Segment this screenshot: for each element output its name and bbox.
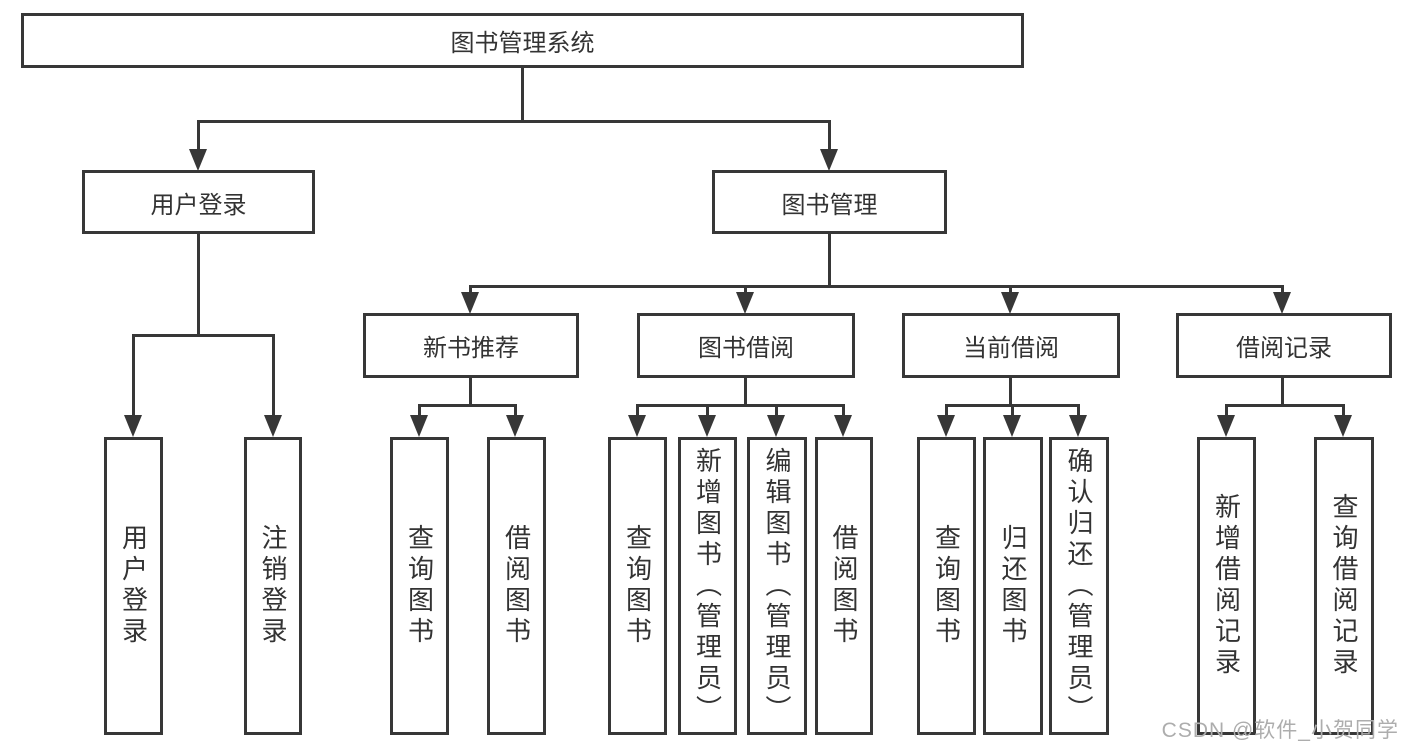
leaf-bb-edit-books-admin: 编辑图书（管理员） (747, 437, 807, 735)
arrow-down-icon (820, 149, 838, 171)
arrow-down-icon (1273, 292, 1291, 314)
leaf-nb-borrow-books: 借阅图书 (487, 437, 546, 735)
connector-line (744, 285, 747, 294)
connector-line (469, 376, 472, 407)
connector-line (469, 285, 472, 294)
node-book-management-label: 图书管理 (781, 191, 878, 219)
connector-line (197, 120, 831, 123)
watermark: CSDN @软件_小贺同学 (1161, 719, 1399, 742)
leaf-bb-add-books-admin-label: 新增图书（管理员） (692, 446, 723, 726)
leaf-bb-add-books-admin: 新增图书（管理员） (678, 437, 737, 735)
arrow-down-icon (698, 415, 716, 437)
connector-line (197, 120, 200, 152)
connector-line (272, 334, 275, 417)
arrow-down-icon (124, 415, 142, 437)
connector-line (514, 404, 517, 417)
leaf-bb-edit-books-admin-label: 编辑图书（管理员） (762, 446, 792, 726)
connector-line (842, 404, 845, 417)
connector-line (1225, 404, 1344, 407)
arrow-down-icon (937, 415, 955, 437)
leaf-user-login-label: 用户登录 (118, 524, 149, 648)
arrow-down-icon (1069, 415, 1087, 437)
connector-line (132, 334, 275, 337)
connector-line (521, 68, 524, 122)
connector-line (828, 120, 831, 152)
node-new-book-recommend-label: 新书推荐 (423, 335, 519, 362)
arrow-down-icon (410, 415, 428, 437)
connector-line (197, 234, 200, 337)
leaf-cb-query-books-label: 查询图书 (931, 524, 962, 648)
node-borrow-records: 借阅记录 (1176, 313, 1392, 378)
connector-line (636, 404, 845, 407)
arrow-down-icon (767, 415, 785, 437)
leaf-logout-label: 注销登录 (258, 524, 288, 648)
connector-line (1009, 285, 1012, 294)
leaf-logout: 注销登录 (244, 437, 302, 735)
arrow-down-icon (628, 415, 646, 437)
connector-line (1009, 376, 1012, 407)
connector-line (1077, 404, 1080, 417)
node-current-borrow: 当前借阅 (902, 313, 1120, 378)
node-user-login-label: 用户登录 (150, 191, 247, 219)
node-current-borrow-label: 当前借阅 (963, 335, 1059, 362)
leaf-bb-borrow-books: 借阅图书 (815, 437, 873, 735)
arrow-down-icon (264, 415, 282, 437)
leaf-cb-return-books: 归还图书 (983, 437, 1043, 735)
arrow-down-icon (461, 292, 479, 314)
node-root: 图书管理系统 (21, 13, 1024, 68)
node-root-label: 图书管理系统 (450, 30, 595, 57)
connector-line (132, 334, 135, 417)
leaf-cb-query-books: 查询图书 (917, 437, 976, 735)
connector-line (1281, 376, 1284, 407)
connector-line (469, 285, 1283, 288)
leaf-cb-return-books-label: 归还图书 (998, 524, 1028, 648)
connector-line (418, 404, 421, 417)
connector-line (1342, 404, 1345, 417)
leaf-nb-query-books-label: 查询图书 (404, 524, 435, 648)
connector-line (945, 404, 948, 417)
arrow-down-icon (1003, 415, 1021, 437)
connector-line (1225, 404, 1228, 417)
connector-line (418, 404, 517, 407)
leaf-br-query-record-label: 查询借阅记录 (1329, 493, 1359, 679)
arrow-down-icon (1217, 415, 1235, 437)
connector-line (744, 376, 747, 407)
arrow-down-icon (1001, 292, 1019, 314)
arrow-down-icon (506, 415, 524, 437)
arrow-down-icon (736, 292, 754, 314)
leaf-cb-confirm-return-admin-label: 确认归还（管理员） (1064, 446, 1094, 726)
connector-line (706, 404, 709, 417)
leaf-bb-query-books-label: 查询图书 (622, 524, 653, 648)
node-book-borrow-label: 图书借阅 (698, 335, 794, 362)
leaf-br-query-record: 查询借阅记录 (1314, 437, 1374, 735)
connector-line (828, 234, 831, 288)
leaf-br-add-record-label: 新增借阅记录 (1211, 493, 1242, 679)
arrow-down-icon (1334, 415, 1352, 437)
leaf-br-add-record: 新增借阅记录 (1197, 437, 1256, 735)
leaf-nb-borrow-books-label: 借阅图书 (501, 524, 532, 648)
connector-line (1281, 285, 1284, 294)
leaf-user-login: 用户登录 (104, 437, 163, 735)
connector-line (1011, 404, 1014, 417)
node-user-login: 用户登录 (82, 170, 315, 234)
connector-line (775, 404, 778, 417)
leaf-cb-confirm-return-admin: 确认归还（管理员） (1049, 437, 1109, 735)
arrow-down-icon (189, 149, 207, 171)
node-borrow-records-label: 借阅记录 (1236, 335, 1332, 362)
leaf-bb-borrow-books-label: 借阅图书 (829, 524, 859, 648)
connector-line (636, 404, 639, 417)
node-new-book-recommend: 新书推荐 (363, 313, 579, 378)
leaf-nb-query-books: 查询图书 (390, 437, 449, 735)
leaf-bb-query-books: 查询图书 (608, 437, 667, 735)
arrow-down-icon (834, 415, 852, 437)
node-book-management: 图书管理 (712, 170, 947, 234)
node-book-borrow: 图书借阅 (637, 313, 855, 378)
